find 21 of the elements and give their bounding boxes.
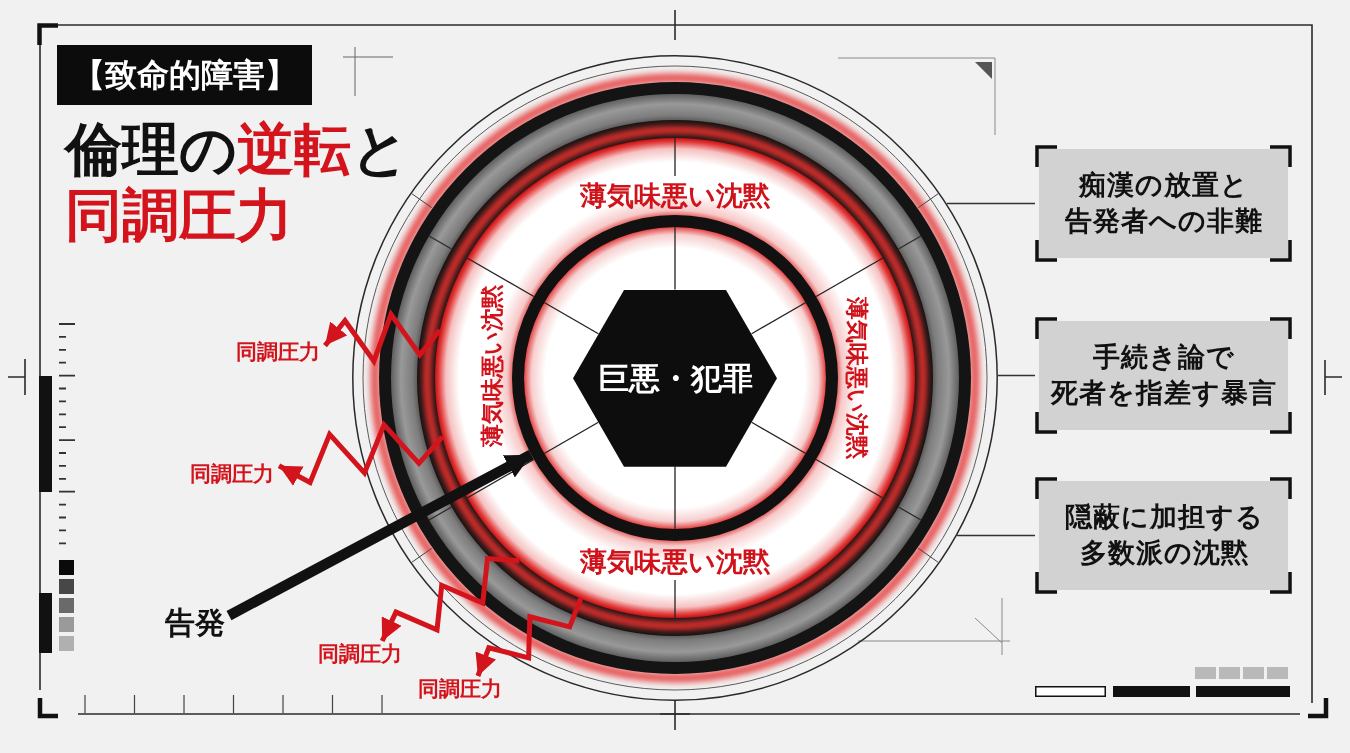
ring-label: 薄気味悪い沈黙 [580,547,770,575]
hexagon: 巨悪・犯罪 [573,289,777,467]
ring-label: 薄気味悪い沈黙 [580,181,770,209]
title-badge: 【致命的障害】 [57,45,312,105]
callout-label: 同調圧力 [413,676,507,703]
zigzag-arrow [475,597,583,677]
text-ring [435,138,915,618]
ring-label: 薄気味悪い沈黙 [480,285,504,447]
inner-circle [512,215,838,541]
callout-label: 告発 [161,606,229,640]
callout-label: 同調圧力 [313,641,407,667]
title: 倫理の逆転と同調圧力 [65,116,410,248]
ring-label: 薄気味悪い沈黙 [844,297,868,459]
leader-line [956,534,1036,537]
zigzag-arrow [323,309,442,367]
callout-label: 同調圧力 [231,339,325,365]
zigzag-arrow [379,555,520,643]
callout-label: 同調圧力 [185,461,279,487]
leader-line [997,374,1036,377]
leader-line [946,202,1036,205]
arrow [226,450,534,621]
